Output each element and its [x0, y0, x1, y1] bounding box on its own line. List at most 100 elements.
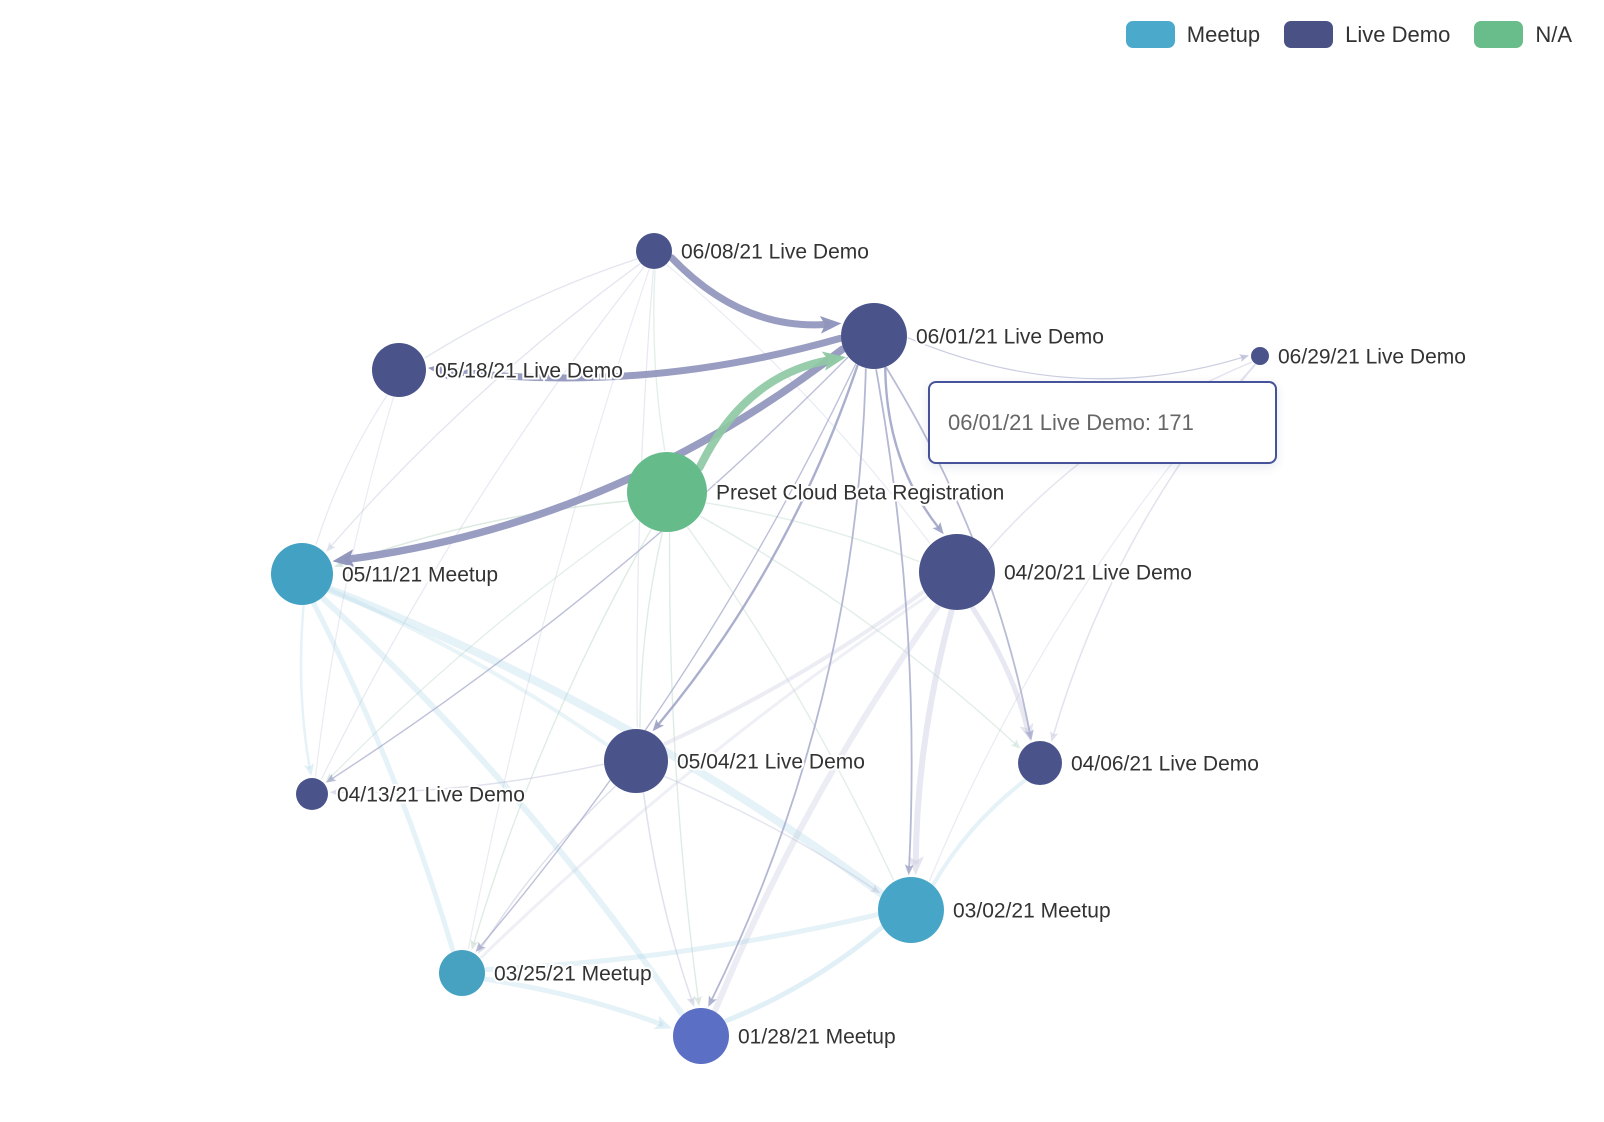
legend-item-n-a[interactable]: N/A [1474, 21, 1572, 48]
graph-edge [467, 268, 650, 950]
edge-arrow [1238, 354, 1249, 362]
node-label: 04/06/21 Live Demo [1071, 753, 1259, 776]
edge-arrow [326, 773, 337, 783]
graph-edge [315, 394, 388, 545]
graph-edge [699, 515, 1017, 745]
graph-edge [663, 589, 926, 746]
graph-edge [480, 785, 616, 949]
node-label: 06/01/21 Live Demo [916, 326, 1104, 349]
graph-edge [875, 369, 913, 869]
graph-edge [653, 269, 666, 451]
edge-arrow [329, 788, 340, 797]
graph-edge [642, 792, 693, 1001]
graph-edge [343, 345, 847, 564]
graph-edge [327, 587, 609, 747]
graph-edge [710, 368, 867, 1002]
edge-arrow [326, 541, 336, 552]
graph-node[interactable] [627, 452, 707, 532]
legend-swatch [1284, 21, 1334, 48]
graph-edge [321, 266, 645, 780]
legend-label: Live Demo [1345, 21, 1451, 47]
graph-edge [331, 356, 849, 780]
edge-arrow [653, 1015, 672, 1030]
edge-arrow [1050, 731, 1059, 742]
node-label: 06/29/21 Live Demo [1278, 346, 1466, 369]
graph-edge [299, 604, 311, 769]
legend-label: Meetup [1186, 21, 1261, 47]
node-label: 05/04/21 Live Demo [677, 751, 865, 774]
edge-arrow [907, 856, 924, 876]
legend-item-meetup[interactable]: Meetup [1125, 21, 1261, 48]
tooltip-text: 06/01/21 Live Demo: 171 [948, 409, 1194, 435]
node-label: 01/28/21 Meetup [738, 1026, 896, 1049]
legend-item-live-demo[interactable]: Live Demo [1284, 21, 1450, 48]
graph-edge [931, 779, 1027, 887]
graph-edge [439, 334, 844, 382]
graph-node[interactable] [604, 729, 668, 793]
graph-edge [666, 264, 931, 544]
graph-edge [326, 585, 885, 898]
tooltip: 06/01/21 Live Demo: 171 [928, 381, 1277, 464]
edge-arrow [693, 995, 702, 1007]
node-label: 03/02/21 Meetup [953, 900, 1111, 923]
graph-edge [687, 526, 895, 881]
edge-arrow [475, 941, 486, 952]
graph-node[interactable] [439, 950, 485, 996]
graph-edge [668, 532, 699, 1000]
node-label: 04/20/21 Live Demo [1004, 562, 1192, 585]
edge-arrow [304, 763, 315, 776]
node-label: 06/08/21 Live Demo [681, 241, 869, 264]
graph-edge [319, 595, 685, 1017]
graph-edge [482, 976, 664, 1027]
edge-arrow [932, 521, 944, 535]
graph-edge [724, 925, 885, 1024]
graph-edge [315, 396, 394, 777]
legend: Meetup Live Demo N/A [1125, 21, 1572, 48]
graph-edge [311, 601, 456, 953]
graph-edge [705, 502, 920, 563]
node-label: 05/18/21 Live Demo [435, 360, 623, 383]
graph-node[interactable] [636, 233, 672, 269]
node-label: Preset Cloud Beta Registration [716, 482, 1004, 505]
edge-arrow [427, 362, 450, 380]
graph-node[interactable] [372, 343, 426, 397]
graph-edge [912, 607, 955, 865]
node-label: 03/25/21 Meetup [494, 963, 652, 986]
edge-arrow [1024, 729, 1034, 741]
edge-arrow [1010, 739, 1021, 749]
graph-node[interactable] [841, 303, 907, 369]
node-label: 04/13/21 Live Demo [337, 784, 525, 807]
graph-edge [336, 763, 604, 794]
graph-edge [656, 364, 859, 727]
graph-edge [479, 363, 857, 948]
legend-swatch [1125, 21, 1175, 48]
legend-swatch [1474, 21, 1524, 48]
edge-arrow [904, 864, 914, 876]
edge-arrow [470, 939, 479, 950]
graph-edge [664, 776, 876, 891]
graph-edge [330, 263, 641, 548]
graph-edge [424, 258, 638, 359]
graph-node[interactable] [296, 778, 328, 810]
graph-edge [484, 912, 880, 972]
graph-edge [712, 603, 942, 1013]
graph-node[interactable] [878, 877, 944, 943]
graph-edge [695, 355, 835, 472]
graph-edge [907, 337, 1244, 380]
graph-node[interactable] [271, 543, 333, 605]
graph-edge [473, 529, 652, 945]
edge-arrow [686, 996, 695, 1007]
graph-edge [884, 366, 940, 529]
graph-node[interactable] [673, 1008, 729, 1064]
edge-arrow [652, 719, 664, 732]
graph-edge [479, 595, 929, 959]
graph-node[interactable] [1018, 741, 1062, 785]
graph-node[interactable] [1251, 347, 1269, 365]
node-label: 05/11/21 Meetup [342, 564, 498, 587]
graph-node[interactable] [919, 534, 995, 610]
legend-label: N/A [1535, 21, 1572, 47]
edge-arrow [869, 884, 881, 894]
graph-edge [668, 254, 831, 329]
